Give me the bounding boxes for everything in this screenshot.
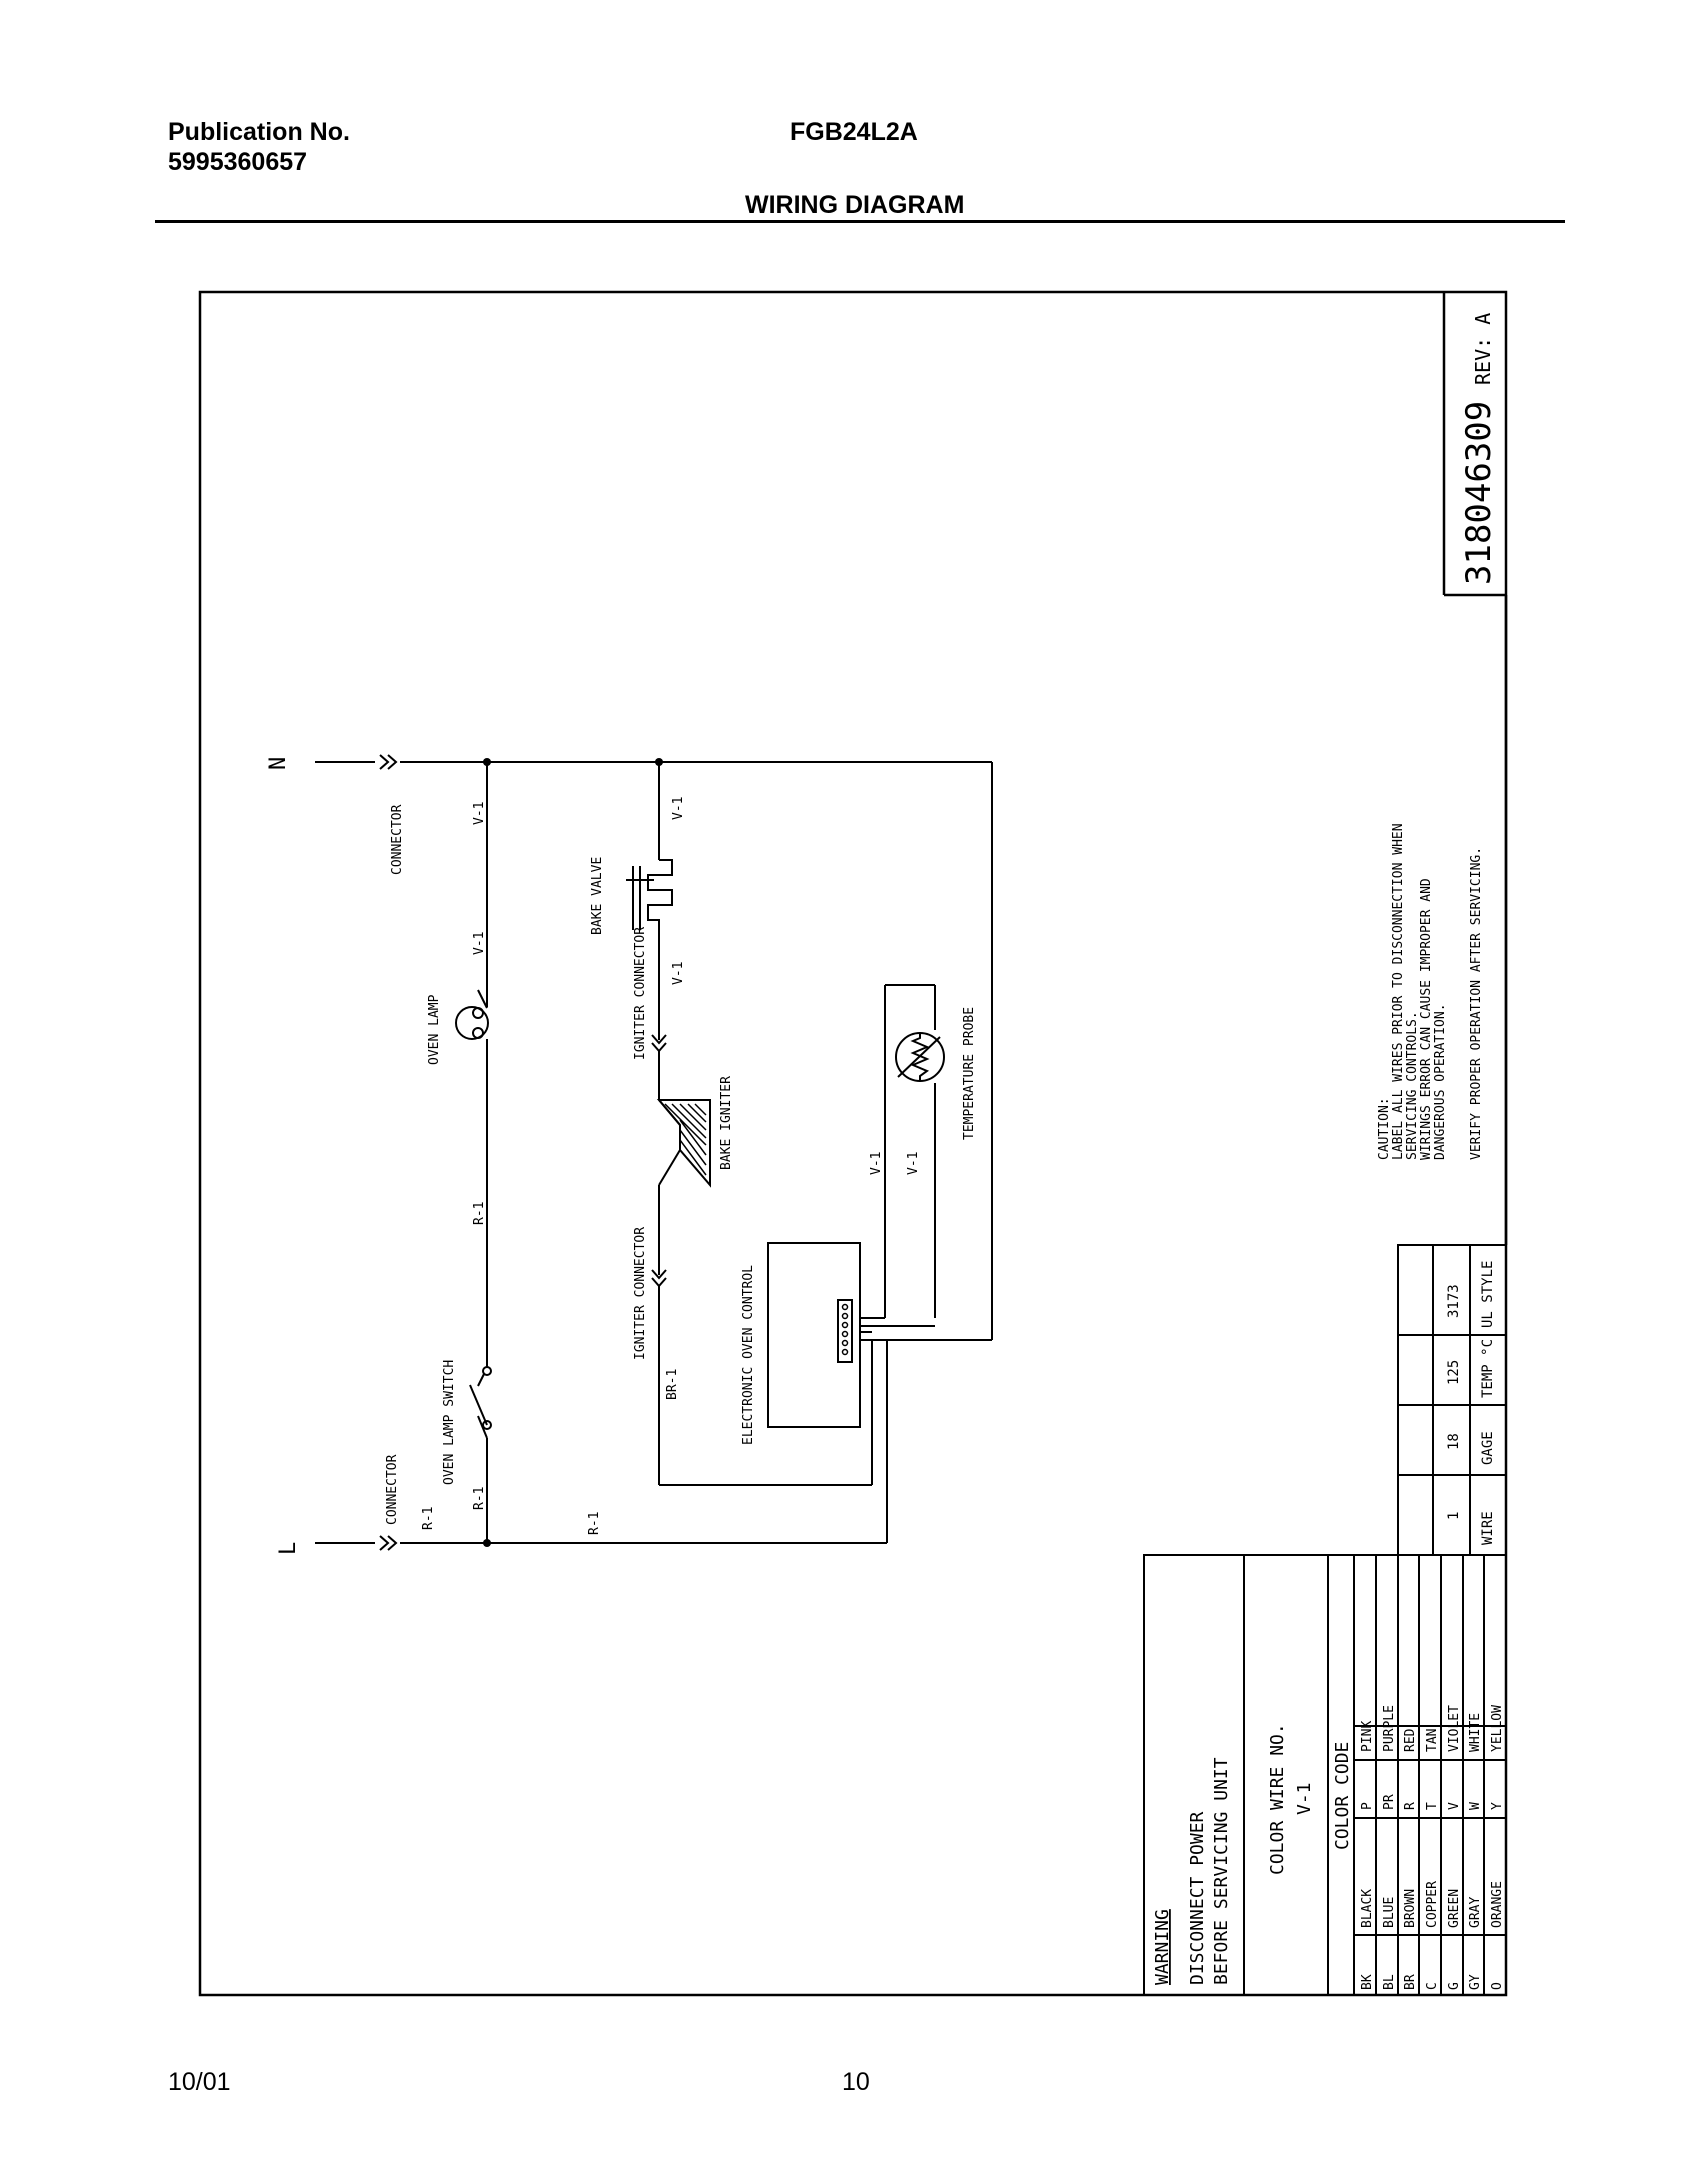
connector-top-label: CONNECTOR xyxy=(390,804,405,875)
color-code-abbr: W xyxy=(1468,1802,1483,1810)
bake-valve-symbol xyxy=(626,859,673,930)
wire-label-v1: V-1 xyxy=(906,1152,921,1175)
wire-table-header-ul-style: UL STYLE xyxy=(1480,1261,1496,1328)
wire-label-v1: V-1 xyxy=(671,797,686,820)
bake-igniter-label: BAKE IGNITER xyxy=(719,1076,734,1170)
color-code-name: YELLOW xyxy=(1490,1705,1505,1752)
color-code-name: PINK xyxy=(1360,1721,1375,1752)
color-code-abbr: PR xyxy=(1382,1794,1397,1810)
footer-date: 10/01 xyxy=(168,2068,231,2096)
wire-table-header-wire: WIRE xyxy=(1480,1511,1496,1545)
igniter-connector-label: IGNITER CONNECTOR xyxy=(633,927,648,1060)
section-title: WIRING DIAGRAM xyxy=(745,191,965,219)
color-code-name: BROWN xyxy=(1403,1889,1418,1928)
color-code-name: BLUE xyxy=(1382,1897,1397,1928)
wire-table-cell: 125 xyxy=(1446,1360,1462,1385)
color-code-name: PURPLE xyxy=(1382,1705,1397,1752)
electronic-oven-control-label: ELECTRONIC OVEN CONTROL xyxy=(741,1265,756,1445)
warning-line-2: BEFORE SERVICING UNIT xyxy=(1211,1757,1232,1985)
caution-title: CAUTION: xyxy=(1377,1097,1392,1160)
warning-line-1: DISCONNECT POWER xyxy=(1187,1811,1208,1985)
electronic-oven-control-box xyxy=(767,1242,861,1428)
footer-page-number: 10 xyxy=(842,2068,870,2096)
color-code-abbr: BK xyxy=(1360,1974,1375,1990)
color-code-abbr: T xyxy=(1425,1802,1440,1810)
color-code-name: VIOLET xyxy=(1447,1705,1462,1752)
caution-line-5: VERIFY PROPER OPERATION AFTER SERVICING. xyxy=(1469,847,1484,1160)
terminal-l-label: L xyxy=(276,1542,301,1555)
oven-lamp-switch-label: OVEN LAMP SWITCH xyxy=(442,1360,457,1485)
igniter-connector-label: IGNITER CONNECTOR xyxy=(633,1227,648,1360)
publication-label: Publication No. xyxy=(168,118,350,146)
bake-igniter-symbol xyxy=(656,1099,711,1188)
wire-label-v1: V-1 xyxy=(869,1152,884,1175)
color-wire-example: V-1 xyxy=(1294,1782,1315,1815)
wire-label-r1: R-1 xyxy=(472,1487,487,1510)
color-code-abbr: O xyxy=(1490,1982,1505,1990)
color-code-abbr: GY xyxy=(1468,1974,1483,1990)
wire-label-v1: V-1 xyxy=(472,932,487,955)
connector-bottom-label: CONNECTOR xyxy=(385,1454,400,1525)
color-code-abbr: G xyxy=(1447,1982,1462,1990)
wire-table-header-gage: GAGE xyxy=(1480,1431,1496,1465)
warning-title: WARNING xyxy=(1152,1909,1173,1985)
wire-label-v1: V-1 xyxy=(671,962,686,985)
terminal-n-label: N xyxy=(266,757,291,770)
caution-line-3: WIRINGS ERROR CAN CAUSE IMPROPER AND xyxy=(1419,878,1434,1160)
wire-table-cell: 18 xyxy=(1446,1433,1462,1450)
wire-label-v1: V-1 xyxy=(472,802,487,825)
circuit-wiring xyxy=(315,761,993,1544)
wire-table-cell: 3173 xyxy=(1446,1284,1462,1318)
color-code-abbr: BR xyxy=(1403,1974,1418,1990)
color-code-abbr: C xyxy=(1425,1982,1440,1990)
caution-line-2: SERVICING CONTROLS. xyxy=(1405,1011,1420,1160)
oven-lamp-switch-symbol xyxy=(469,1366,492,1430)
color-code-abbr: Y xyxy=(1490,1802,1505,1810)
color-code-abbr: V xyxy=(1447,1802,1462,1810)
publication-number: 5995360657 xyxy=(168,148,308,176)
color-code-abbr: P xyxy=(1360,1802,1375,1810)
doc-number: 318046309 xyxy=(1459,401,1499,585)
diagram-border xyxy=(198,290,1508,1997)
color-code-entries: BK BLACK BL BLUE BR BROWN C COPPER G GRE… xyxy=(1360,1705,1505,1990)
color-code-name: GREEN xyxy=(1447,1889,1462,1928)
color-code-name: TAN xyxy=(1425,1729,1440,1752)
wire-table-cell: 1 xyxy=(1446,1512,1462,1520)
wire-label-r1: R-1 xyxy=(421,1507,436,1530)
color-code-name: ORANGE xyxy=(1490,1881,1505,1928)
model-number: FGB24L2A xyxy=(790,118,918,146)
junction-dots xyxy=(483,758,663,1547)
temperature-probe-label: TEMPERATURE PROBE xyxy=(962,1007,977,1140)
bake-valve-label: BAKE VALVE xyxy=(590,857,605,935)
color-code-name: WHITE xyxy=(1468,1713,1483,1752)
wire-label-r1: R-1 xyxy=(587,1512,602,1535)
temperature-probe-symbol xyxy=(895,1032,945,1082)
oven-lamp-label: OVEN LAMP xyxy=(427,994,442,1065)
color-code-title: COLOR CODE xyxy=(1332,1742,1353,1850)
color-code-abbr: R xyxy=(1403,1802,1418,1810)
wire-label-br1: BR-1 xyxy=(665,1369,680,1400)
color-wire-label: COLOR WIRE NO. xyxy=(1267,1723,1288,1875)
header-rule xyxy=(155,220,1565,223)
wire-table-header-temp: TEMP °C xyxy=(1480,1339,1496,1398)
color-code-name: BLACK xyxy=(1360,1889,1375,1928)
doc-rev: REV: A xyxy=(1471,313,1495,385)
color-code-name: RED xyxy=(1403,1728,1418,1752)
doc-number-box: 318046309 REV: A xyxy=(1442,292,1506,597)
oven-lamp-symbol xyxy=(455,1006,489,1040)
caution-line-4: DANGEROUS OPERATION. xyxy=(1433,1003,1448,1160)
caution-line-1: LABEL ALL WIRES PRIOR TO DISCONNECTION W… xyxy=(1391,823,1406,1160)
color-code-name: COPPER xyxy=(1425,1881,1440,1928)
wire-label-r1: R-1 xyxy=(472,1202,487,1225)
connector-chevrons xyxy=(379,754,667,1551)
color-code-name: GRAY xyxy=(1468,1897,1483,1928)
color-code-abbr: BL xyxy=(1382,1974,1397,1990)
caution-note: CAUTION: LABEL ALL WIRES PRIOR TO DISCON… xyxy=(1377,823,1484,1160)
warning-color-code-block xyxy=(1143,1554,1507,1996)
